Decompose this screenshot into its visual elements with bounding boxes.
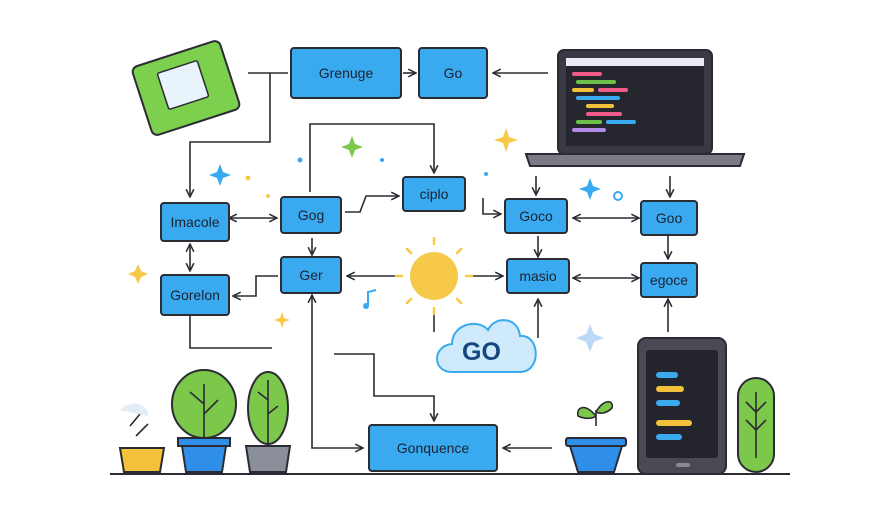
cloud-label: GO: [462, 338, 501, 366]
node-go-top[interactable]: Go: [418, 47, 488, 99]
sticky-note-icon: [131, 40, 241, 136]
arrow-ger-gorelon: [234, 275, 278, 296]
node-egoce[interactable]: egoce: [640, 262, 698, 298]
arrow-gog-ciplo: [345, 196, 398, 213]
node-goo[interactable]: Goo: [640, 200, 698, 236]
node-gonquence[interactable]: Gonquence: [368, 424, 498, 472]
sun-icon: [394, 236, 474, 316]
node-grenuge[interactable]: Grenuge: [290, 47, 402, 99]
smartphone-icon: [637, 337, 727, 475]
arrow-ciplo-goco: [482, 198, 500, 214]
line-left-down: [190, 73, 271, 196]
node-gog[interactable]: Gog: [280, 196, 342, 234]
line-gorelon-bottom: [189, 316, 272, 349]
arrow-loop-ciplo: [309, 123, 434, 192]
music-note-icon: [363, 289, 377, 309]
node-gorelon[interactable]: Gorelon: [160, 274, 230, 316]
arrow-mid-gonquence: [334, 353, 434, 420]
node-goco[interactable]: Goco: [504, 198, 568, 234]
arrow-ger-gonquence: [312, 296, 362, 448]
laptop-icon: [524, 49, 746, 167]
node-imacole[interactable]: Imacole: [160, 202, 230, 242]
sparkle-icon: [128, 128, 623, 352]
node-ciplo[interactable]: ciplo: [402, 176, 466, 212]
node-ger[interactable]: Ger: [280, 256, 342, 294]
plant-icon: [118, 369, 775, 473]
connectors: [190, 73, 670, 448]
cloud-icon: [436, 319, 537, 373]
node-masio[interactable]: masio: [506, 258, 570, 294]
